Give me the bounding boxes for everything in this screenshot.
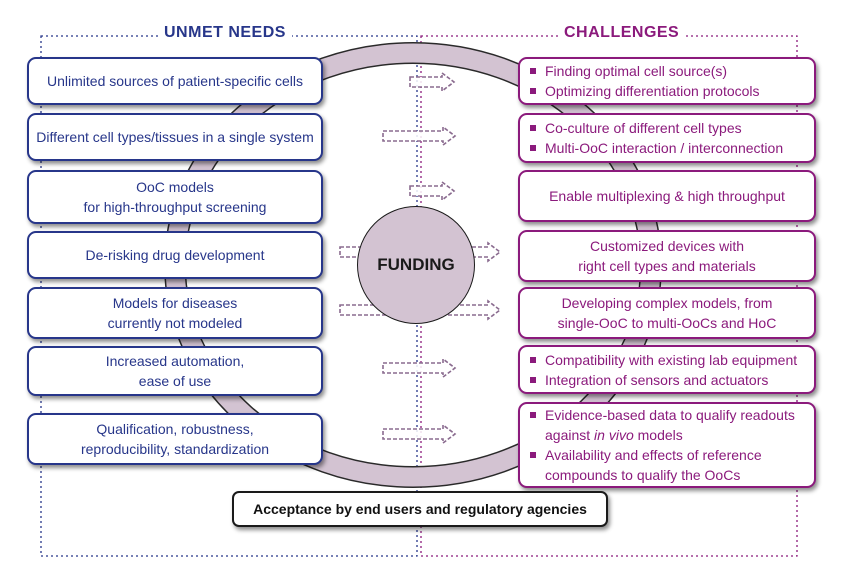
arrow-1 bbox=[409, 71, 456, 93]
challenge-7-bullet-2: Availability and effects of reference co… bbox=[528, 445, 806, 485]
arrow-2 bbox=[382, 125, 457, 147]
challenge-box-5: Developing complex models, from single-O… bbox=[518, 287, 816, 339]
challenge-4-line-1: Customized devices with bbox=[589, 238, 745, 254]
arrow-7 bbox=[382, 423, 457, 445]
need-box-3: OoC models for high-throughput screening bbox=[27, 170, 323, 224]
need-4-line-1: De-risking drug development bbox=[85, 247, 265, 263]
challenge-box-1: Finding optimal cell source(s) Optimizin… bbox=[518, 57, 816, 105]
need-3-line-1: OoC models bbox=[136, 179, 214, 195]
challenge-box-4: Customized devices with right cell types… bbox=[518, 230, 816, 282]
need-5-line-2: currently not modeled bbox=[107, 315, 243, 331]
challenge-1-bullet-1: Finding optimal cell source(s) bbox=[528, 61, 806, 81]
need-3-line-2: for high-throughput screening bbox=[83, 199, 267, 215]
need-7-line-2: reproducibility, standardization bbox=[80, 441, 270, 457]
acceptance-label: Acceptance by end users and regulatory a… bbox=[253, 501, 587, 517]
need-1-line-1: Unlimited sources of patient-specific ce… bbox=[47, 73, 303, 89]
challenge-box-7: Evidence-based data to qualify readouts … bbox=[518, 402, 816, 488]
unmet-needs-header: UNMET NEEDS bbox=[158, 24, 292, 42]
funding-circle: FUNDING bbox=[357, 206, 475, 324]
challenge-5-line-2: single-OoC to multi-OoCs and HoC bbox=[557, 315, 777, 331]
challenge-4-line-2: right cell types and materials bbox=[578, 258, 756, 274]
challenge-1-bullet-2: Optimizing differentiation protocols bbox=[528, 81, 806, 101]
challenge-3-line-1: Enable multiplexing & high throughput bbox=[549, 188, 785, 204]
challenges-header: CHALLENGES bbox=[558, 24, 686, 42]
need-box-4: De-risking drug development bbox=[27, 231, 323, 279]
challenge-2-bullet-2: Multi-OoC interaction / interconnection bbox=[528, 138, 806, 158]
challenge-5-line-1: Developing complex models, from bbox=[561, 295, 773, 311]
challenge-box-3: Enable multiplexing & high throughput bbox=[518, 170, 816, 222]
challenge-6-bullet-1: Compatibility with existing lab equipmen… bbox=[528, 350, 806, 370]
need-box-1: Unlimited sources of patient-specific ce… bbox=[27, 57, 323, 105]
need-box-7: Qualification, robustness, reproducibili… bbox=[27, 413, 323, 465]
challenge-box-6: Compatibility with existing lab equipmen… bbox=[518, 345, 816, 394]
acceptance-box: Acceptance by end users and regulatory a… bbox=[232, 491, 608, 527]
arrow-6 bbox=[382, 357, 457, 379]
need-5-line-1: Models for diseases bbox=[112, 295, 238, 311]
challenge-2-bullet-1: Co-culture of different cell types bbox=[528, 118, 806, 138]
need-6-line-1: Increased automation, bbox=[105, 353, 245, 369]
arrow-3 bbox=[409, 180, 456, 202]
challenge-7-bullet-1: Evidence-based data to qualify readouts … bbox=[528, 405, 806, 445]
need-box-2: Different cell types/tissues in a single… bbox=[27, 113, 323, 161]
need-box-6: Increased automation, ease of use bbox=[27, 346, 323, 396]
need-box-5: Models for diseases currently not modele… bbox=[27, 287, 323, 339]
need-6-line-2: ease of use bbox=[138, 373, 212, 389]
need-2-line-1: Different cell types/tissues in a single… bbox=[36, 129, 314, 145]
challenge-6-bullet-2: Integration of sensors and actuators bbox=[528, 370, 806, 390]
funding-label: FUNDING bbox=[377, 255, 455, 274]
need-7-line-1: Qualification, robustness, bbox=[96, 421, 254, 437]
challenge-box-2: Co-culture of different cell types Multi… bbox=[518, 113, 816, 163]
